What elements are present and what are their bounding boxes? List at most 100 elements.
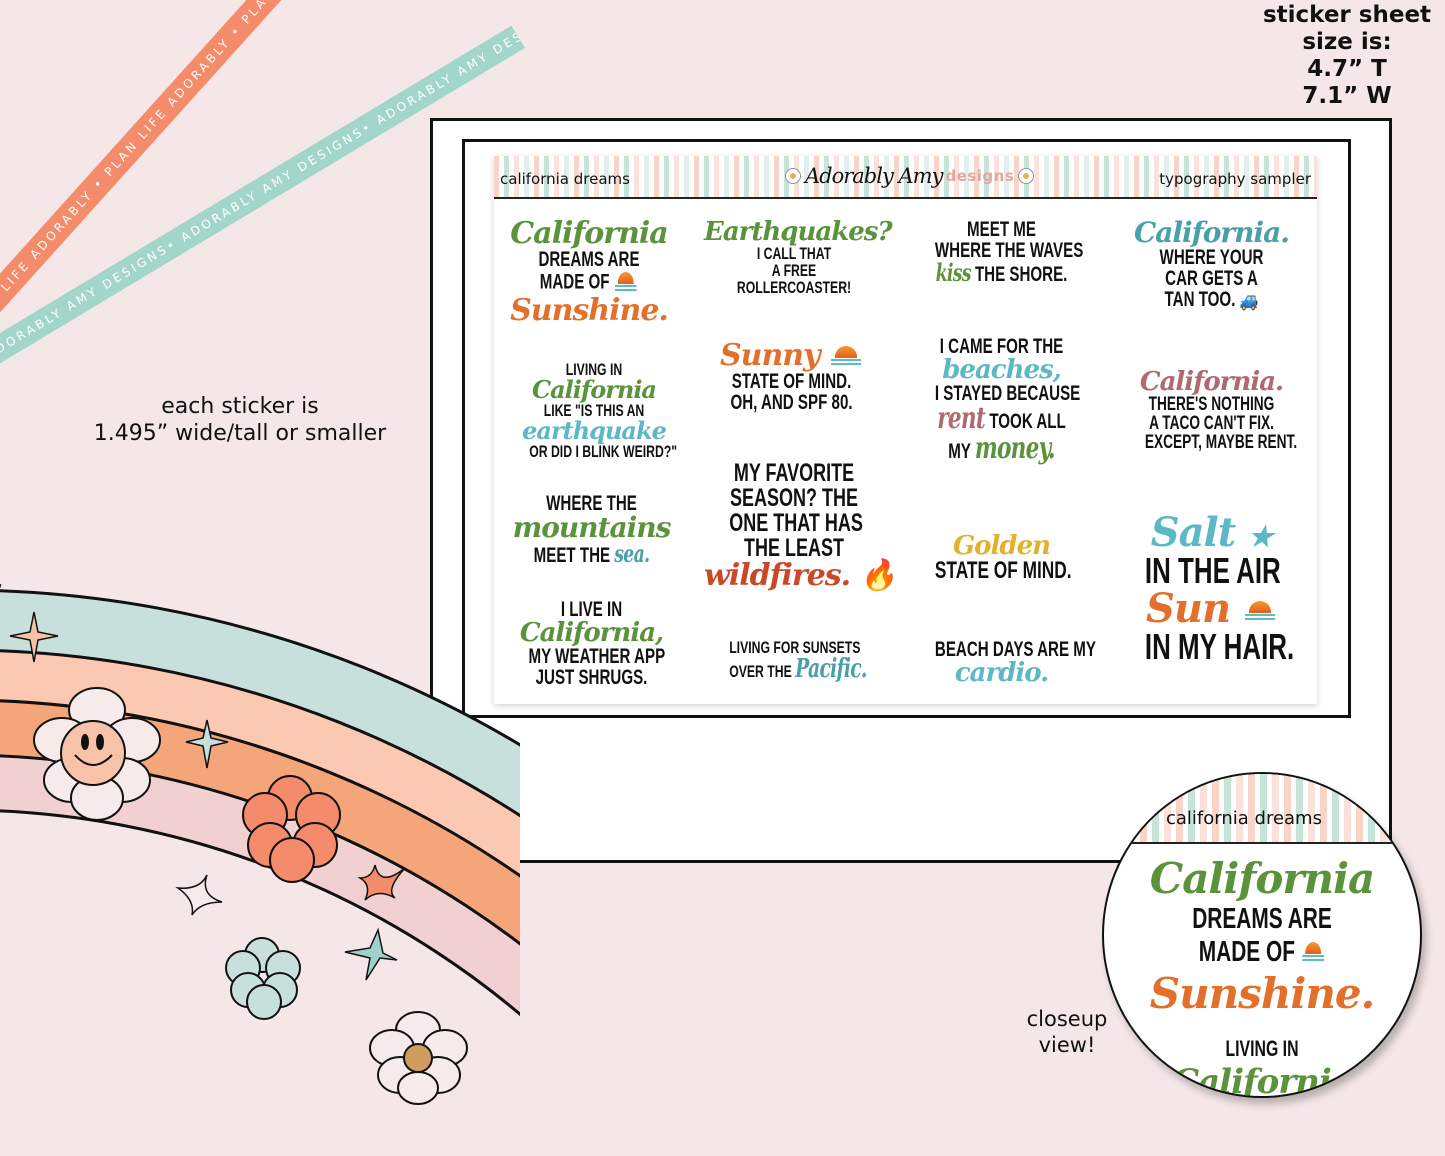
sticker-text: MEET ME [967,218,1036,241]
closeup-script: Sunshine. [1149,969,1375,1018]
closeup-script: California [1172,1062,1353,1098]
daisy-icon [369,1011,468,1105]
sticker-text: BEACH DAYS ARE MY [934,638,1096,661]
sticker-text: ONE THAT HAS [729,509,863,537]
sheet-header: california dreams Adorably Amy designs t… [494,156,1317,199]
sticker-script: California. [1133,216,1290,249]
sticker-script: wildfires. 🔥 [704,558,897,593]
size-note-width: 7.1” W [1302,83,1392,109]
sticker-text: I CAME FOR THE [939,335,1064,358]
mint-flower-icon [225,937,301,1020]
sticker-text: WHERE YOUR [1159,246,1264,269]
closeup-note: closeup view! [1008,1006,1126,1058]
sticker-text: rent TOOK ALL [937,401,1066,436]
sticker-text: I STAYED BECAUSE [934,382,1081,405]
sticker-text: LIKE "IS THIS AN [543,401,645,420]
closeup-header: california dreams [1104,774,1420,844]
brand-script: Adorably Amy [805,164,943,188]
smiley-flower-icon [33,687,161,821]
sticker-earthquakes: Earthquakes? I CALL THAT A FREE ROLLERCO… [704,217,893,297]
sheet-size-note: sticker sheet size is: 4.7” T 7.1” W [1257,2,1437,110]
sunset-icon [614,270,638,296]
sticker-text: MY money. [948,431,1055,466]
sticker-script: California. [1139,367,1284,397]
sticker-script: earthquake [522,416,667,445]
sticker-mountains-sea: WHERE THE mountains MEET THE sea. [504,493,679,566]
sticker-note-line: each sticker is [161,394,319,419]
fire-icon: 🔥 [859,558,897,593]
sticker-weather-app: I LIVE IN California, MY WEATHER APP JUS… [504,599,679,688]
sticker-living-in-california: LIVING IN California LIKE "IS THIS AN ea… [504,361,684,460]
sticker-text: WHERE THE [546,492,637,515]
closeup-note-line: closeup [1026,1007,1108,1031]
sticker-text: THERE'S NOTHING [1148,394,1275,415]
sticker-script: Earthquakes? [704,217,893,247]
sticker-taco: California. THERE'S NOTHING A TACO CAN'T… [1119,369,1304,452]
sticker-script: Salt ★ [1150,509,1274,556]
size-note-line: size is: [1302,29,1392,55]
sticker-beach-cardio: BEACH DAYS ARE MY cardio. [909,638,1096,688]
sticker-size-note: each sticker is 1.495” wide/tall or smal… [55,393,425,447]
sticker-golden-state: Golden STATE OF MIND. [909,533,1094,583]
sticker-text: STATE OF MIND. [731,370,852,393]
sticker-script: California, [519,618,664,648]
sticker-script: beaches, [942,355,1062,385]
daisy-icon [1017,167,1036,185]
closeup-text: LIVING IN [1225,1036,1299,1061]
sticker-text: MADE OF [528,270,650,296]
closeup-note-line: view! [1038,1033,1096,1057]
closeup-text: MADE OF [1148,936,1376,969]
sticker-script: cardio. [954,658,1049,688]
sticker-grid: California DREAMS ARE MADE OF Sunshine. … [494,201,1317,701]
sticker-text: I LIVE IN [560,598,623,621]
sticker-script: mountains [512,511,672,544]
sheet-subtitle: typography sampler [1159,170,1311,188]
coral-flower-icon [242,775,341,883]
sticker-text: OR DID I BLINK WEIRD?" [529,442,678,461]
daisy-icon [784,167,802,185]
sticker-sheet: california dreams Adorably Amy designs t… [494,156,1317,704]
sticker-text: IN MY HAIR. [1144,626,1295,667]
sticker-text: ROLLERCOASTER! [736,278,852,297]
sticker-sunny-state: Sunny STATE OF MIND. OH, AND SPF 80. [704,341,879,413]
sticker-text: A FREE [771,261,817,280]
sticker-salt-sun: Salt ★ IN THE AIR Sun IN MY HAIR. [1119,513,1304,665]
sticker-text: MY WEATHER APP [528,645,666,668]
sticker-script: Sunny [704,341,879,371]
brand-designs: designs [945,167,1015,185]
sticker-beaches-rent: I CAME FOR THE beaches, I STAYED BECAUSE… [909,336,1094,464]
closeup-body: California DREAMS ARE MADE OF Sunshine. … [1104,854,1420,1098]
sticker-text: TAN TOO. 🚙 [1164,288,1259,311]
sparkle-icon [9,611,59,663]
sticker-script: California [510,216,668,251]
brand-logo: Adorably Amy designs [784,164,1036,188]
closeup-script: California [1149,854,1375,903]
closeup-title: california dreams [1166,808,1322,829]
rainbow-illustration [0,584,520,1156]
car-icon: 🚙 [1239,288,1259,311]
sticker-text: STATE OF MIND. [934,557,1072,584]
star-icon [344,927,398,981]
sticker-text: SEASON? THE [729,484,859,512]
sticker-script: Sun [1119,589,1304,629]
sticker-text: MY FAVORITE [733,459,855,487]
sunset-icon [829,344,863,370]
sticker-text: EXCEPT, MAYBE RENT. [1144,432,1298,453]
sticker-script: California [532,375,657,404]
sticker-text: I CALL THAT [756,244,832,263]
sticker-text: DREAMS ARE [538,248,640,271]
sticker-text: OH, AND SPF 80. [730,391,853,414]
sparkle-icon [175,874,223,916]
sticker-waves-kiss: MEET ME WHERE THE WAVES kiss THE SHORE. [909,219,1094,285]
sticker-sunsets-pacific: LIVING FOR SUNSETS OVER THE Pacific. [704,639,884,682]
size-note-height: 4.7” T [1307,56,1387,82]
sticker-text: LIVING IN [565,360,623,379]
sticker-note-line: 1.495” wide/tall or smaller [93,421,387,446]
sticker-text: A TACO CAN'T FIX. [1149,413,1274,434]
sticker-text: THE LEAST [743,534,845,562]
sunset-icon [1301,940,1325,966]
sticker-car-tan: California. WHERE YOUR CAR GETS A TAN TO… [1119,216,1304,311]
closeup-text: DREAMS ARE [1192,903,1332,935]
sparkle-icon [357,864,406,901]
closeup-magnifier: california dreams California DREAMS ARE … [1102,772,1422,1098]
